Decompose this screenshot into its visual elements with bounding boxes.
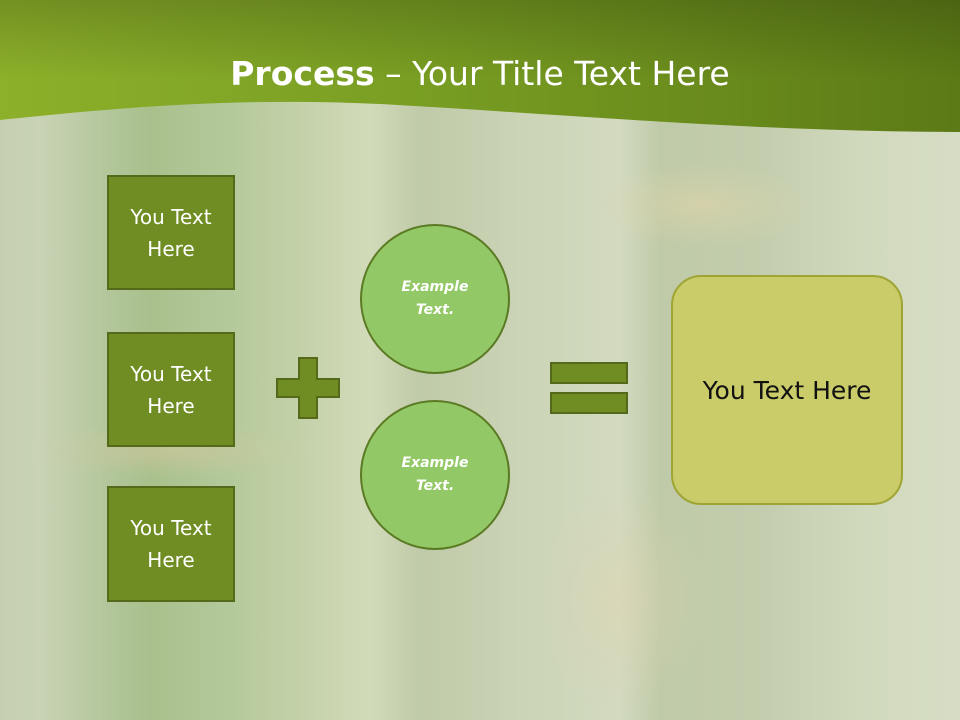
plus-icon: [276, 357, 340, 419]
title-bold: Process: [230, 54, 375, 93]
input-box-label: You Text Here: [130, 516, 212, 572]
result-box: You Text Here: [671, 275, 903, 505]
banner-shape: [0, 0, 960, 132]
circle-label: Example Text.: [401, 455, 469, 494]
input-box-3: You Text Here: [107, 486, 235, 602]
input-box-1: You Text Here: [107, 175, 235, 290]
input-box-label: You Text Here: [130, 361, 212, 418]
title-rest: – Your Title Text Here: [374, 54, 730, 93]
input-box-2: You Text Here: [107, 332, 235, 447]
input-box-label: You Text Here: [130, 204, 212, 261]
circle-label: Example Text.: [401, 279, 469, 318]
equals-icon: [550, 362, 628, 414]
example-circle-1: Example Text.: [360, 224, 510, 374]
title-banner: Process – Your Title Text Here: [0, 0, 960, 135]
result-label: You Text Here: [702, 375, 872, 405]
example-circle-2: Example Text.: [360, 400, 510, 550]
slide-title: Process – Your Title Text Here: [0, 54, 960, 94]
